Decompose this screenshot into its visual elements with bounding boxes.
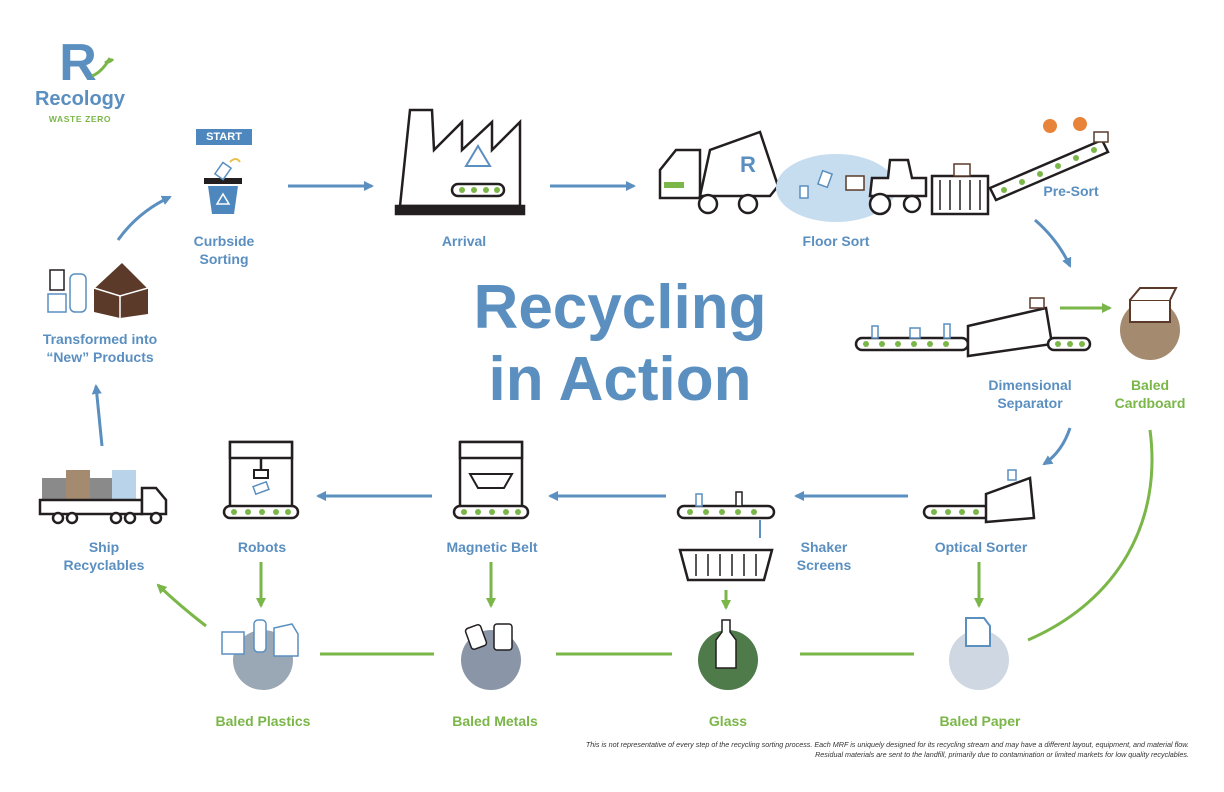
page-title: Recycling in Action — [473, 273, 767, 414]
arrow-ship-to-transformed — [91, 384, 104, 447]
label-dimensional-separator: Dimensional Separator — [988, 377, 1072, 411]
glass-icon — [698, 619, 758, 690]
arrow-transformed-to-curbside — [116, 195, 172, 241]
recycling-bin-icon — [204, 158, 242, 214]
loader-tractor-icon — [868, 158, 928, 216]
label-curbside-sorting: Curbside Sorting — [193, 233, 255, 267]
dimensional-separator-icon — [854, 297, 1092, 358]
debris-pile-icon — [776, 154, 896, 222]
label-baled-paper: Baled Paper — [939, 713, 1021, 729]
svg-text:R: R — [59, 34, 97, 92]
arrow-plastics-to-ship — [156, 583, 207, 628]
shipping-truck-icon — [38, 470, 168, 525]
label-magnetic-belt: Magnetic Belt — [446, 539, 538, 555]
line-cardboard-to-paper — [1027, 429, 1154, 642]
baled-cardboard-icon — [1120, 287, 1180, 360]
label-baled-cardboard: Baled Cardboard — [1114, 377, 1186, 411]
label-robots: Robots — [237, 539, 287, 555]
factory-icon — [394, 108, 526, 216]
container-bin-icon — [930, 163, 990, 216]
disclaimer-text: This is not representative of every step… — [585, 740, 1189, 759]
optical-sorter-icon — [922, 469, 1036, 524]
material-flow-lines — [156, 303, 1154, 656]
shaker-screen-icon — [676, 491, 776, 582]
magnetic-belt-icon — [452, 440, 530, 520]
label-arrival: Arrival — [441, 233, 487, 249]
baled-paper-icon — [949, 617, 1009, 690]
label-glass: Glass — [708, 713, 748, 729]
label-transformed-products: Transformed into “New” Products — [42, 331, 158, 365]
logo-tagline: WASTE ZERO — [48, 114, 112, 124]
garbage-truck-icon: R — [658, 130, 780, 215]
arrow-presort-to-separator — [1034, 218, 1072, 268]
recology-logo-icon: R — [59, 34, 114, 92]
svg-text:R: R — [740, 152, 756, 177]
flow-arrows — [91, 181, 1072, 501]
label-ship-recyclables: Ship Recyclables — [63, 539, 145, 573]
start-badge: START — [196, 129, 252, 145]
robot-sorter-icon — [222, 440, 300, 520]
logo-name: Recology — [34, 88, 126, 110]
label-pre-sort: Pre-Sort — [1043, 183, 1099, 199]
label-baled-plastics: Baled Plastics — [215, 713, 311, 729]
presort-conveyor-icon — [988, 117, 1110, 202]
arrow-separator-to-optical — [1042, 427, 1072, 466]
baled-metals-icon — [461, 623, 521, 690]
label-baled-metals: Baled Metals — [452, 713, 538, 729]
label-shaker-screens: Shaker Screens — [796, 539, 852, 573]
label-floor-sort: Floor Sort — [802, 233, 870, 249]
baled-plastics-icon — [221, 619, 299, 690]
new-products-icon — [47, 260, 150, 318]
label-optical-sorter: Optical Sorter — [934, 539, 1028, 555]
